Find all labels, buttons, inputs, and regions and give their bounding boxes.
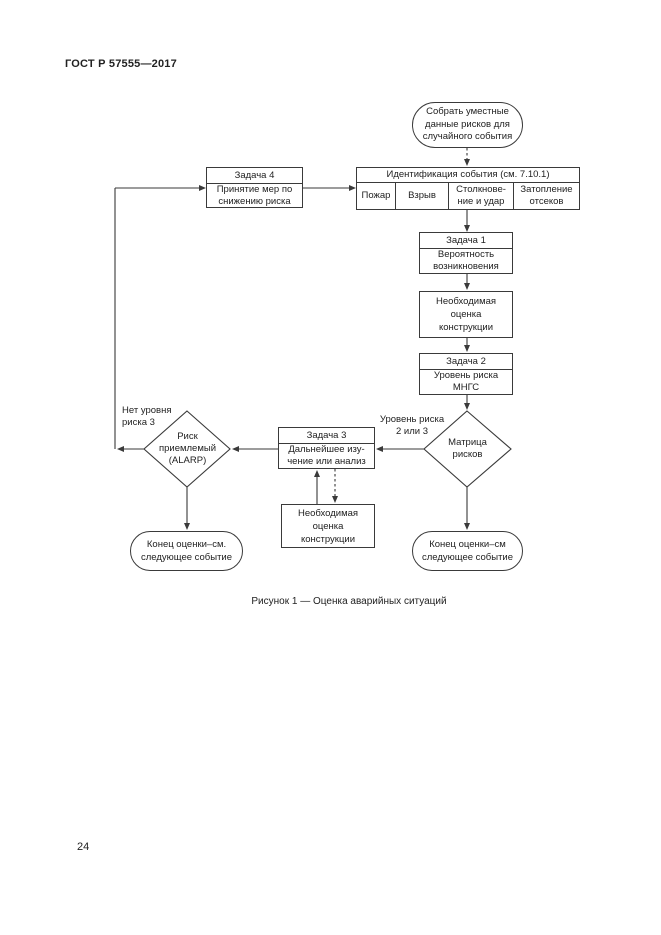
conn-start-to-identification: [464, 148, 470, 166]
node-task3: Задача 3 Дальнейшее изу-чение или анализ: [278, 427, 375, 469]
conn-task1-to-assessment: [464, 274, 470, 290]
conn-task3-to-assessment2: [332, 469, 338, 503]
conn-task2-to-matrix: [464, 395, 470, 410]
document-header: ГОСТ Р 57555—2017: [65, 58, 177, 70]
conn-identification-to-task1: [464, 210, 470, 232]
flowchart-connectors: [114, 148, 512, 530]
cell-explosion: Взрыв: [395, 183, 448, 209]
conn-matrix-to-task3: [376, 446, 424, 452]
figure-caption: Рисунок 1 — Оценка аварийных ситуаций: [251, 596, 447, 607]
conn-loop-to-task4: [114, 185, 206, 449]
conn-matrix-to-end: [464, 487, 470, 530]
node-task3-body: Дальнейшее изу-чение или анализ: [287, 444, 366, 467]
node-event-identification-title: Идентификация события (см. 7.10.1): [357, 168, 579, 183]
end-terminator-left: Конец оценки–см.следующее событие: [130, 531, 243, 571]
conn-task3-to-alarp: [232, 446, 278, 452]
conn-assessment-to-task2: [464, 338, 470, 352]
cell-fire: Пожар: [361, 190, 391, 201]
conn-alarp-to-end: [184, 487, 190, 530]
node-task2-title: Задача 2: [420, 354, 512, 370]
node-event-identification: Идентификация события (см. 7.10.1) Пожар…: [356, 167, 580, 210]
end-terminator-left-label: Конец оценки–см.следующее событие: [140, 539, 233, 563]
conn-assessment2-to-task3: [314, 470, 320, 504]
node-task1-title: Задача 1: [420, 233, 512, 249]
conn-alarp-to-loop: [117, 446, 144, 452]
cell-collision-impact: Столкнове-ние и удар: [448, 183, 513, 209]
node-task3-title: Задача 3: [279, 428, 374, 444]
node-task4-title: Задача 4: [207, 168, 302, 184]
conn-task4-to-identification: [303, 185, 356, 191]
event-type-cells: Пожар Взрыв Столкнове-ние и удар Затопле…: [357, 183, 579, 209]
page-number: 24: [77, 841, 90, 853]
